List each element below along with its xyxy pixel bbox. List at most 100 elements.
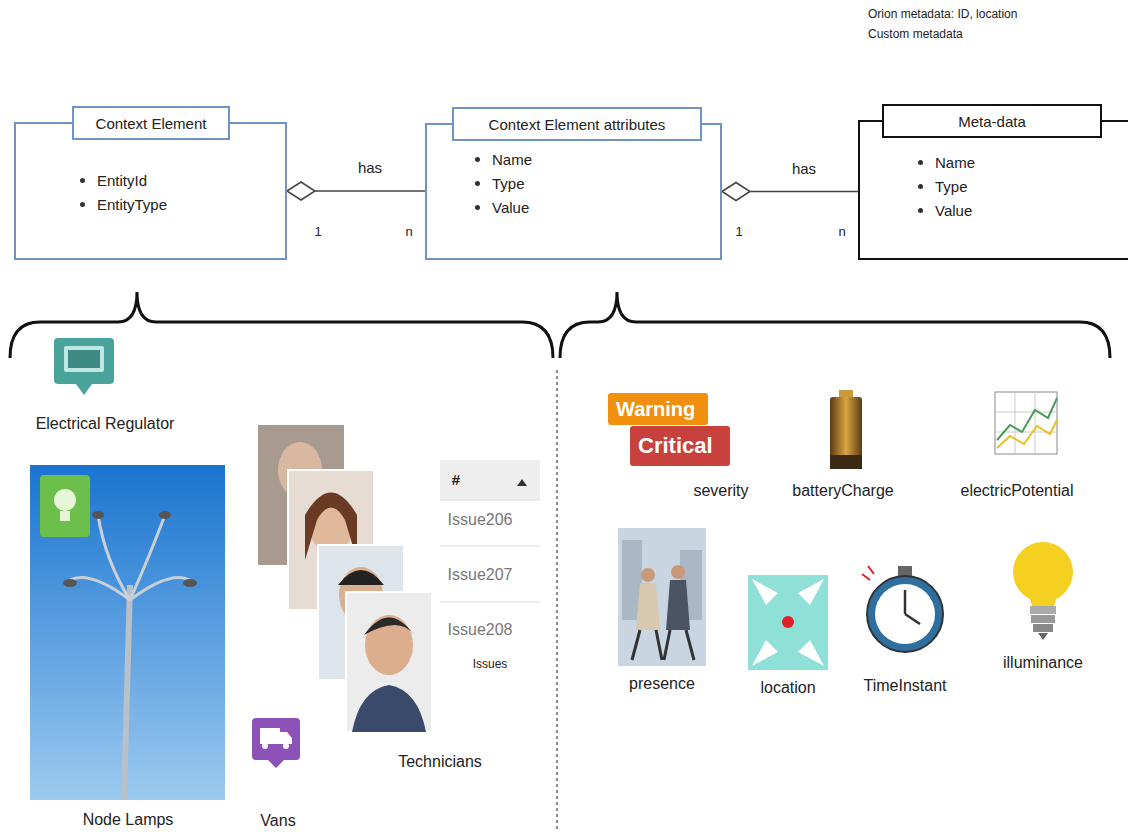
presence-photo-part bbox=[666, 580, 690, 630]
street-lamp-photo bbox=[30, 465, 225, 800]
multiplicity: n bbox=[405, 225, 412, 240]
technician-photos-part bbox=[364, 618, 414, 636]
attribute-name: Type bbox=[492, 175, 525, 192]
technician-photos-part bbox=[338, 570, 384, 585]
regulator-icon-part bbox=[54, 338, 114, 395]
battery-icon-part bbox=[839, 390, 853, 398]
bulb-icon bbox=[1013, 542, 1073, 640]
location-icon-part bbox=[748, 575, 828, 670]
chart-icon-part bbox=[995, 392, 1057, 454]
presence-photo-part bbox=[618, 528, 706, 666]
bulb-icon-part bbox=[1028, 592, 1058, 606]
note-text: Orion metadata: ID, location bbox=[868, 8, 1017, 22]
stopwatch-icon-part bbox=[898, 566, 912, 576]
attribute-caption: location bbox=[760, 679, 815, 697]
bullet-item: EntityType bbox=[80, 192, 167, 216]
bullet-dot bbox=[918, 208, 923, 213]
dashed-divider bbox=[556, 370, 558, 832]
edge-label: has bbox=[355, 159, 385, 176]
bullet-item: Name bbox=[918, 150, 975, 174]
stopwatch-icon bbox=[862, 566, 943, 652]
van-icon-part bbox=[252, 718, 300, 768]
bulb-icon-part bbox=[1030, 606, 1056, 614]
edge-label: has bbox=[789, 159, 819, 176]
curly-bracket bbox=[10, 292, 1110, 358]
bullet-item: Type bbox=[475, 171, 532, 195]
van-icon bbox=[252, 718, 300, 768]
entity-caption: Technicians bbox=[398, 753, 482, 771]
van-icon-part bbox=[283, 743, 289, 749]
battery-icon-part bbox=[830, 397, 862, 469]
street-lamp-photo-part bbox=[183, 579, 197, 587]
van-icon-part bbox=[280, 732, 292, 744]
attribute-name: Name bbox=[492, 151, 532, 168]
presence-photo-part bbox=[632, 630, 662, 660]
box-title: Meta-data bbox=[958, 113, 1026, 130]
bullet-dot bbox=[475, 181, 480, 186]
entity-caption: Node Lamps bbox=[83, 811, 174, 829]
multiplicity: 1 bbox=[735, 225, 742, 240]
bullet-dot bbox=[80, 178, 85, 183]
technician-photos bbox=[258, 425, 432, 732]
attribute-name: EntityType bbox=[97, 196, 167, 213]
multiplicity: n bbox=[838, 225, 845, 240]
van-icon-part bbox=[262, 743, 268, 749]
connector-line bbox=[750, 191, 858, 193]
street-lamp-photo-part bbox=[63, 579, 77, 587]
technician-photos-part bbox=[365, 615, 413, 675]
aggregation-connector bbox=[287, 182, 425, 200]
attribute-caption: presence bbox=[629, 675, 695, 693]
attribute-list: NameTypeValue bbox=[475, 147, 532, 219]
street-lamp-photo-part bbox=[60, 511, 70, 521]
attribute-list: EntityIdEntityType bbox=[80, 168, 167, 216]
bullet-item: Type bbox=[918, 174, 975, 198]
regulator-icon-part bbox=[68, 350, 100, 368]
attribute-name: Type bbox=[935, 178, 968, 195]
table-cell: Issue208 bbox=[448, 621, 513, 639]
location-icon-part bbox=[752, 579, 824, 666]
note-text: Custom metadata bbox=[868, 28, 963, 42]
attribute-caption: electricPotential bbox=[961, 482, 1074, 500]
chart-icon-part bbox=[995, 392, 1057, 454]
multiplicity: 1 bbox=[314, 225, 321, 240]
issues-table-part bbox=[440, 546, 540, 547]
bullet-item: Value bbox=[918, 198, 975, 222]
street-lamp-photo-part bbox=[92, 511, 104, 519]
attribute-name: Value bbox=[935, 202, 972, 219]
bullet-dot bbox=[475, 157, 480, 162]
location-icon bbox=[748, 575, 828, 670]
box-title: Context Element attributes bbox=[489, 116, 666, 133]
regulator-icon-part bbox=[64, 346, 104, 372]
regulator-icon bbox=[54, 338, 114, 395]
battery-icon-part bbox=[830, 455, 862, 469]
technician-photos-part bbox=[352, 685, 426, 732]
stopwatch-icon-part bbox=[905, 590, 920, 624]
chart-icon bbox=[995, 392, 1057, 454]
street-lamp-photo-part bbox=[124, 585, 130, 800]
presence-photo bbox=[618, 528, 706, 666]
attribute-caption: TimeInstant bbox=[864, 677, 947, 695]
aggregation-connector bbox=[722, 183, 858, 201]
presence-photo-part bbox=[641, 568, 655, 582]
bulb-icon-part bbox=[1038, 633, 1048, 640]
presence-photo-part bbox=[636, 583, 660, 630]
street-lamp-photo-part bbox=[30, 465, 225, 800]
street-lamp-photo-part bbox=[54, 489, 76, 511]
attribute-list: NameTypeValue bbox=[918, 150, 975, 222]
attribute-caption: severity bbox=[693, 482, 748, 500]
aggregation-diamond bbox=[287, 182, 315, 200]
bullet-dot bbox=[918, 184, 923, 189]
aggregation-diamond bbox=[722, 183, 750, 201]
technician-photos-part bbox=[346, 592, 432, 732]
attribute-name: EntityId bbox=[97, 172, 147, 189]
table-cell: Issue206 bbox=[448, 511, 513, 529]
box-title: Context Element bbox=[96, 115, 207, 132]
attribute-caption: illuminance bbox=[1003, 654, 1083, 672]
bullet-dot bbox=[918, 160, 923, 165]
street-lamp-photo-part bbox=[40, 475, 90, 537]
connector-line bbox=[315, 190, 425, 192]
entity-box: Context ElementEntityIdEntityType bbox=[14, 122, 287, 260]
issues-table-part bbox=[517, 479, 527, 486]
severity-badge: Critical bbox=[630, 426, 730, 466]
